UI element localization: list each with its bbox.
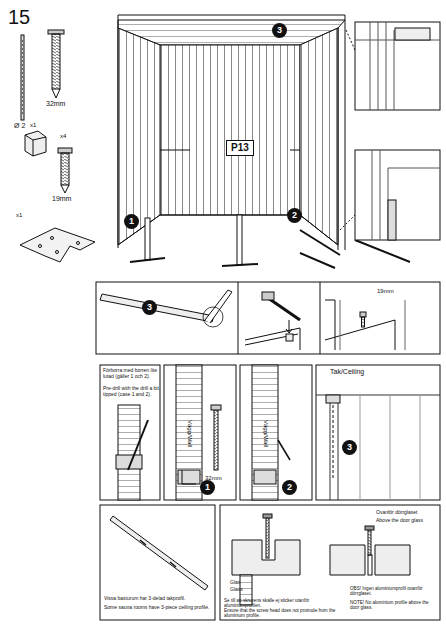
callout-number: 2	[282, 480, 297, 495]
note-text: Above the door glass	[376, 518, 438, 524]
wall-label: Vägg/Wall	[186, 420, 193, 447]
note-text: Glas	[230, 580, 260, 586]
note-text: Vissa basturum har 3-delad takprofil.	[104, 596, 212, 602]
note-text: 32mm	[205, 475, 235, 482]
note-text: Tak/Ceiling	[330, 368, 430, 376]
note-text: OBS! Ingen aluminiumprofil ovanför dörrg…	[350, 586, 438, 597]
callout-number: 1	[200, 480, 215, 495]
step-number: 15	[8, 6, 48, 29]
note-text: Se till att skruvens skalle ej sticker u…	[224, 598, 344, 609]
callout-number: 1	[124, 214, 139, 229]
callout-number: 3	[342, 440, 357, 455]
note-text: Some sauna rooms have 3-piece ceiling pr…	[104, 605, 212, 611]
note-text: Förborra med borren lite lutad (gäller 1…	[103, 368, 159, 380]
wall-label: Vägg/Wall	[262, 420, 269, 447]
note-text: x1	[16, 212, 36, 219]
callout-number: 3	[272, 23, 287, 38]
note-text: Glass	[230, 587, 260, 593]
note-text: Ensure that the screw head does not prot…	[224, 608, 344, 619]
note-text: 32mm	[46, 100, 80, 108]
profile-label: P13	[226, 140, 254, 156]
callout-number: 3	[142, 300, 157, 315]
note-text: 19mm	[52, 195, 86, 203]
note-text: Ø 2	[14, 122, 44, 130]
note-text: 19mm	[377, 288, 411, 295]
note-text: Pre-drill with the drill a bit tipped (c…	[103, 386, 159, 398]
note-text: NOTE! No aluminium profile above the doo…	[350, 600, 438, 611]
note-text: x1	[30, 122, 50, 129]
callout-number: 2	[287, 208, 302, 223]
note-text: Ovanför dörrglaset	[376, 510, 438, 516]
note-text: x4	[60, 133, 80, 140]
